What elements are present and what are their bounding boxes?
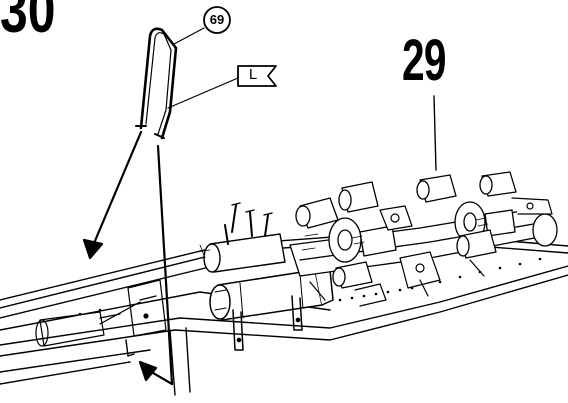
part-callout-circle	[203, 6, 231, 34]
grab-handle	[135, 27, 178, 140]
tank-straps	[232, 295, 303, 351]
step-leader-line	[433, 95, 437, 171]
flag-callout-shape	[237, 65, 277, 87]
upper-cylinder	[203, 202, 286, 273]
rail-rivets	[58, 257, 542, 320]
air-tank	[209, 269, 334, 321]
mounting-bracket	[127, 279, 167, 337]
flag-leader-line	[167, 77, 239, 109]
install-arrow-left	[82, 130, 143, 260]
part-leader-line	[173, 27, 205, 45]
step-number: 29	[402, 28, 446, 93]
previous-step-number: 30	[0, 0, 56, 46]
install-arrow-right	[138, 144, 174, 386]
pointer-line	[99, 301, 141, 325]
mount-hole-marker	[125, 339, 135, 357]
shading-hatch	[195, 217, 489, 259]
suspension-arms	[309, 197, 553, 307]
part-callout-label: 69	[209, 12, 225, 27]
brake-chambers	[295, 171, 517, 289]
flag-callout-label: L	[248, 66, 258, 83]
